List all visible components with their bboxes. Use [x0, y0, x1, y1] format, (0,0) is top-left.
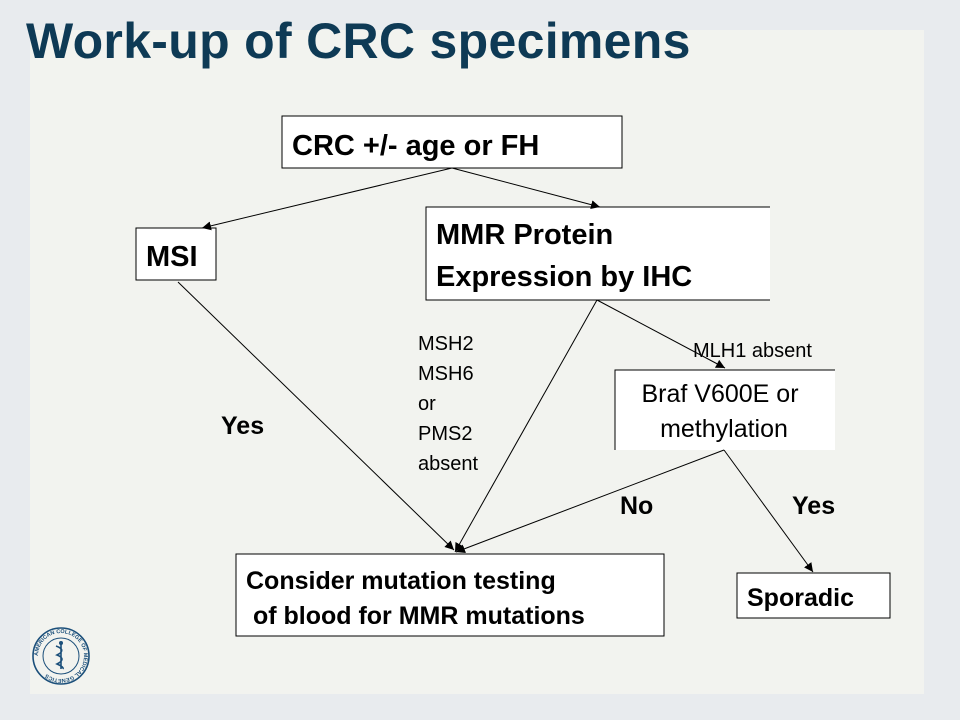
braf-yes-label: Yes — [792, 492, 835, 520]
mlh1-absent-label: MLH1 absent — [693, 340, 812, 362]
braf-methylation-box — [614, 369, 835, 450]
absent-genes-line: MSH2 — [418, 333, 474, 355]
consider-text-line1: Consider mutation testing — [246, 567, 556, 595]
mmr-text-line1: MMR Protein — [436, 219, 613, 251]
arrow-mmr-to-braf — [596, 299, 726, 369]
slide-title: Work-up of CRC specimens — [26, 13, 691, 69]
mmr-ihc-box — [425, 206, 770, 301]
arrow-start-to-mmr — [451, 167, 601, 210]
sporadic-box — [736, 572, 891, 619]
consider-testing-box — [235, 553, 665, 637]
braf-text-line1: Braf V600E or — [641, 380, 798, 408]
absent-genes-line: or — [418, 393, 436, 415]
absent-genes-line: MSH6 — [418, 363, 474, 385]
arrow-start-to-msi — [201, 167, 453, 231]
absent-genes-line: PMS2 — [418, 423, 472, 445]
absent-genes-label: MSH2 MSH6 or PMS2 absent — [418, 333, 478, 475]
arrow-msi-to-consider — [177, 281, 455, 551]
consider-text-line2: of blood for MMR mutations — [246, 602, 585, 630]
msi-yes-label: Yes — [221, 412, 264, 440]
mmr-text-line2: Expression by IHC — [436, 261, 692, 293]
arrow-braf-yes-to-sporadic — [723, 449, 814, 573]
arrow-mmr-to-consider — [454, 299, 598, 553]
msi-box — [135, 227, 217, 281]
msi-text: MSI — [146, 241, 198, 273]
start-text: CRC +/- age or FH — [292, 130, 539, 162]
arrow-braf-no-to-consider — [455, 449, 725, 554]
absent-genes-line: absent — [418, 453, 478, 475]
braf-text-line2: methylation — [660, 415, 788, 443]
braf-no-label: No — [620, 492, 653, 520]
sporadic-text: Sporadic — [747, 584, 854, 612]
seal-logo-icon: AMERICAN COLLEGE OF MEDICAL GENETICS — [32, 627, 90, 685]
